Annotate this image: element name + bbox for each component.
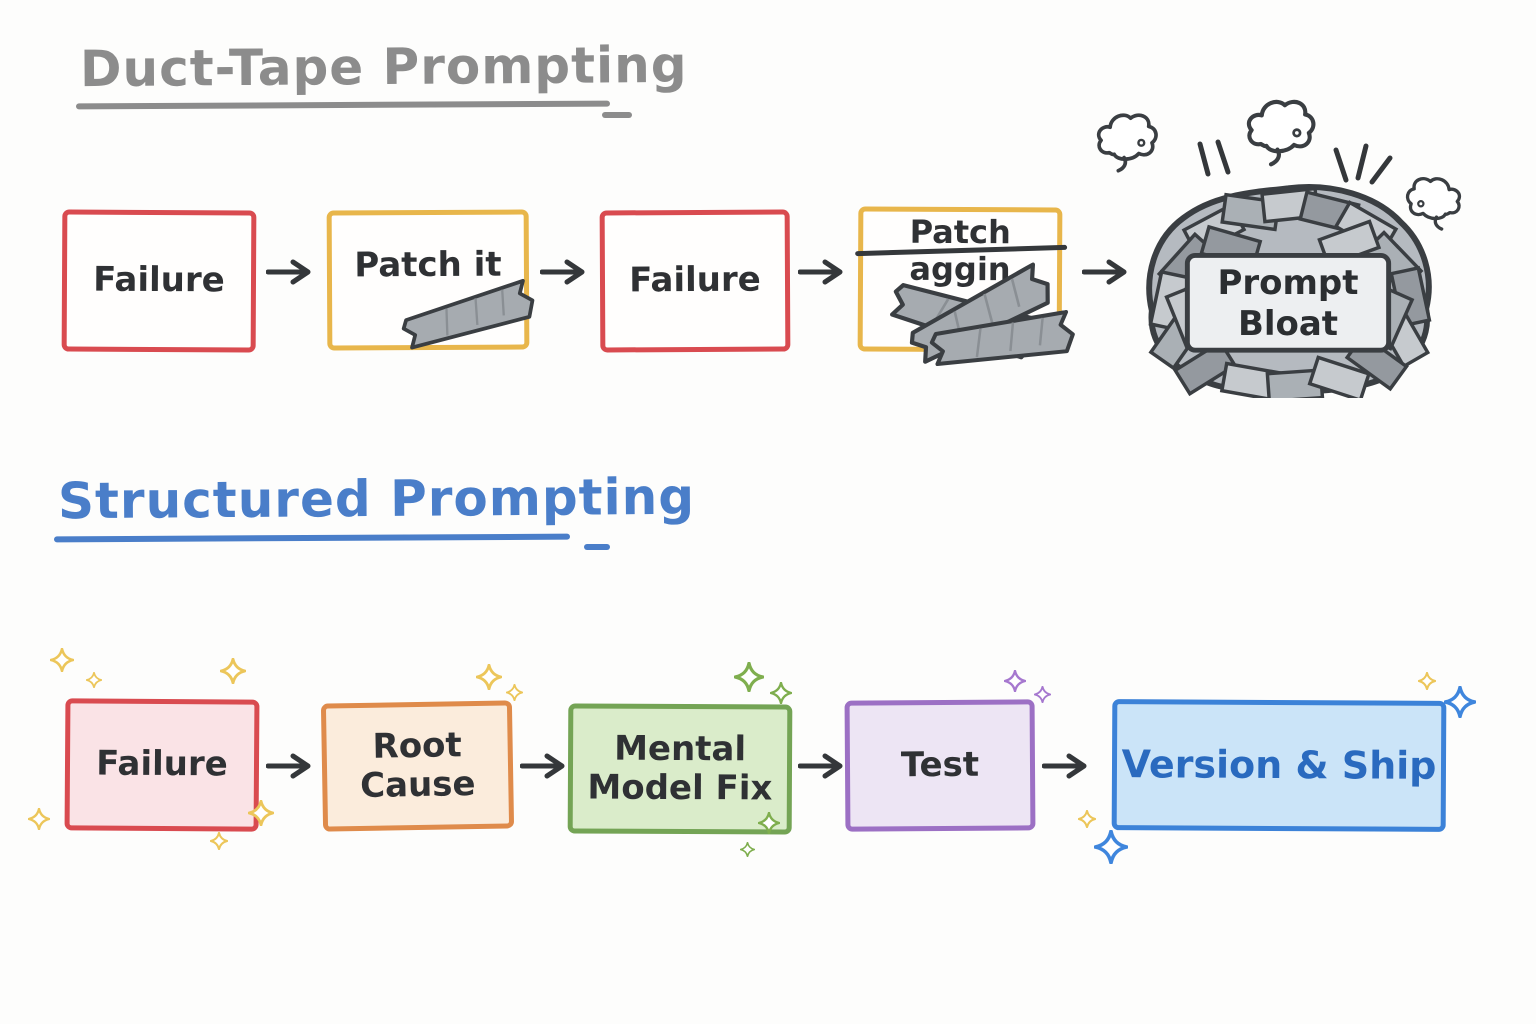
node-failure-1-label: Failure [93,260,225,301]
stress-lines-icon [1333,143,1393,185]
sparkle-icon [1078,810,1096,828]
sparkle-icon [734,662,764,692]
node-failure-1: Failure [61,209,257,353]
sparkle-icon [770,682,792,704]
sparkle-icon [1444,686,1476,718]
sparkle-icon [476,664,502,690]
sparkle-icon [220,658,246,684]
node-root-cause: Root Cause [320,700,515,832]
structured-title-underline [53,533,571,543]
arrow-icon [798,753,850,779]
node-version-ship-label: Version & Ship [1121,741,1437,788]
sparkle-icon [1418,672,1436,690]
structured-flow-title: Structured Prompting [57,467,696,531]
sparkle-icon [50,648,74,672]
arrow-icon [520,753,572,779]
node-failure-2: Failure [599,209,791,353]
sparkle-icon [740,842,755,857]
smoke-cloud-icon [1246,96,1320,168]
sparkle-icon [210,832,228,850]
node-test: Test [844,699,1036,832]
prompt-bloat-tape-ball [1146,184,1432,398]
node-version-ship: Version & Ship [1111,699,1447,832]
node-mental-model-fix-label: Mental Model Fix [587,728,773,809]
arrow-icon [798,259,850,285]
arrow-icon [266,753,318,779]
stress-lines-icon [1197,139,1231,177]
arrow-icon [540,259,592,285]
arrow-icon [1082,259,1134,285]
node-test-label: Test [900,744,980,786]
sparkle-icon [1034,686,1051,703]
sparkle-icon [1004,670,1026,692]
node-structured-failure-label: Failure [96,743,228,785]
node-structured-failure: Failure [64,698,260,832]
sparkle-icon [758,812,780,834]
sparkle-icon [86,672,102,688]
duct-tape-title-underline [75,100,611,110]
duct-tape-flow-title: Duct-Tape Prompting [79,35,688,99]
sparkle-icon [506,684,523,701]
node-patch-it-label: Patch it [354,245,502,286]
sparkle-icon [248,800,274,826]
structured-title-dash [584,544,610,550]
smoke-cloud-icon [1402,174,1462,232]
node-prompt-bloat-label: Prompt Bloat [1217,263,1359,344]
arrow-icon [266,259,318,285]
arrow-icon [1042,753,1094,779]
sparkle-icon [28,808,50,830]
node-failure-2-label: Failure [629,260,761,301]
sparkle-icon [1094,830,1128,864]
duct-tape-title-dash [602,112,632,118]
node-root-cause-label: Root Cause [359,725,476,807]
smoke-cloud-icon [1096,110,1162,174]
